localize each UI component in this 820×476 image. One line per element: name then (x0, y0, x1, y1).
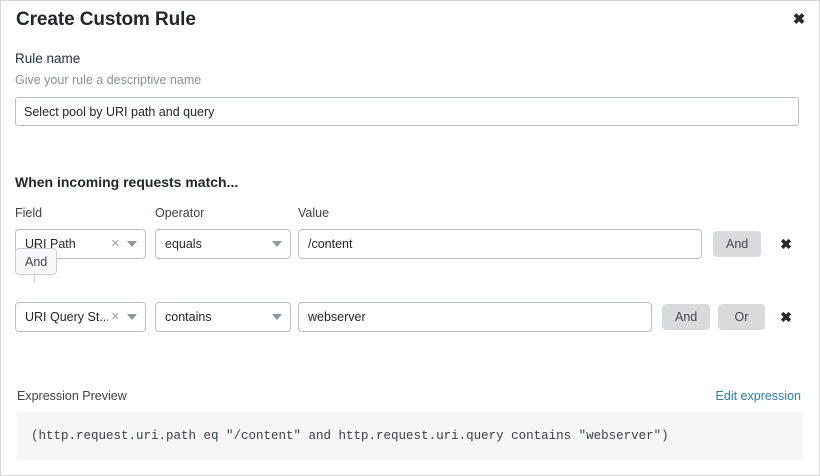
field-select-2[interactable]: URI Query St... ✕ (15, 302, 146, 332)
operator-select-2[interactable]: contains (155, 302, 291, 332)
rule-name-label: Rule name (15, 51, 81, 66)
row-1-and-button[interactable]: And (713, 231, 762, 257)
chevron-down-icon (127, 314, 137, 320)
operator-select-1-value: equals (165, 237, 202, 251)
row-2-and-button[interactable]: And (662, 304, 711, 330)
value-input-1[interactable] (298, 229, 702, 259)
connector-and-badge[interactable]: And (15, 248, 58, 275)
edit-expression-link[interactable]: Edit expression (715, 389, 801, 403)
condition-column-headers: Field Operator Value (15, 206, 805, 226)
connector-line-top (34, 242, 35, 249)
row-2-delete-icon[interactable]: ✖ (775, 306, 797, 328)
operator-select-1[interactable]: equals (155, 229, 291, 259)
conditions-list: Field Operator Value URI Path ✕ equals A… (15, 206, 805, 332)
value-input-2[interactable] (298, 302, 652, 332)
condition-row: URI Path ✕ equals And ✖ (15, 229, 805, 259)
rule-name-input[interactable] (15, 97, 799, 126)
clear-icon[interactable]: ✕ (110, 310, 120, 323)
clear-icon[interactable]: ✕ (110, 237, 120, 250)
expression-preview-label: Expression Preview (17, 389, 127, 403)
row-2-or-button[interactable]: Or (718, 304, 765, 330)
chevron-down-icon (272, 314, 282, 320)
column-header-value: Value (298, 206, 330, 220)
condition-connector: And (15, 242, 155, 282)
condition-row: URI Query St... ✕ contains And Or ✖ (15, 302, 805, 332)
close-icon[interactable]: ✖ (786, 6, 812, 32)
field-select-2-value: URI Query St... (25, 310, 108, 324)
chevron-down-icon (127, 241, 137, 247)
operator-select-2-value: contains (165, 310, 212, 324)
column-header-field: Field (15, 206, 43, 220)
row-1-delete-icon[interactable]: ✖ (775, 233, 797, 255)
expression-preview-code: (http.request.uri.path eq "/content" and… (17, 413, 803, 459)
field-select-1-value: URI Path (25, 237, 76, 251)
rule-name-section: Rule name Give your rule a descriptive n… (15, 51, 799, 126)
chevron-down-icon (272, 241, 282, 247)
connector-line-bottom (34, 275, 35, 282)
column-header-operator: Operator (155, 206, 205, 220)
rule-name-help-text: Give your rule a descriptive name (15, 73, 202, 87)
match-section-heading: When incoming requests match... (15, 174, 239, 190)
page-title: Create Custom Rule (16, 9, 196, 30)
